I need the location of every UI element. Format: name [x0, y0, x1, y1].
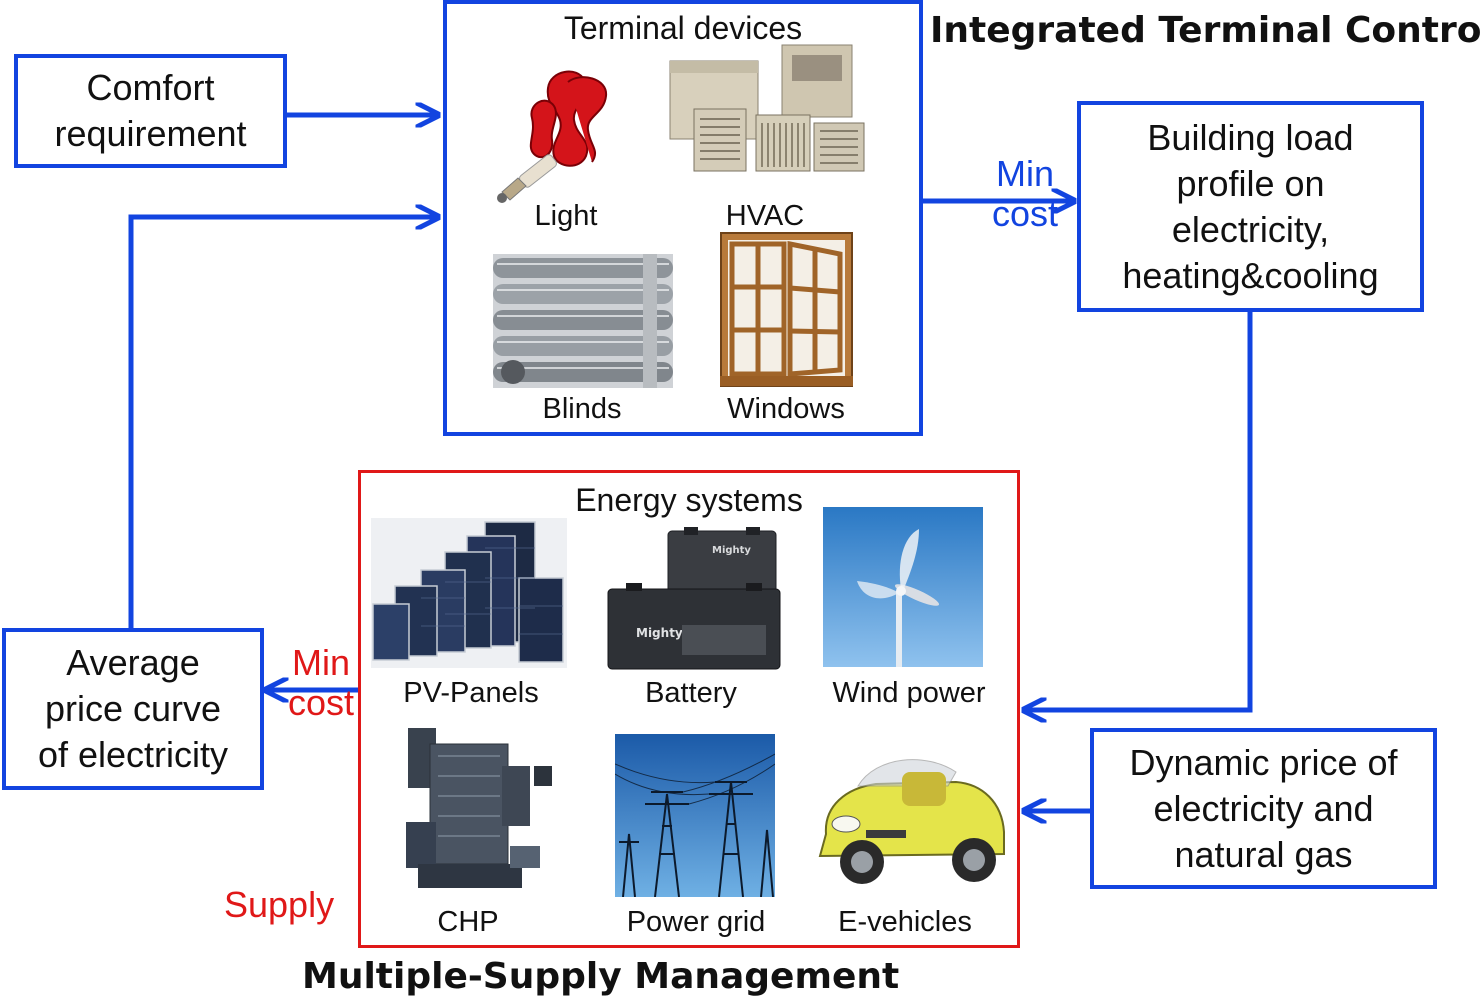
e-vehicles-caption: E-vehicles — [838, 906, 972, 938]
arrow-average-to-terminal — [128, 217, 438, 629]
min-cost-left-line-2: cost — [287, 682, 355, 723]
dynamic-line-2: electricity and — [1153, 787, 1374, 829]
average-line-1: Average — [66, 642, 200, 683]
dynamic-line-3: natural gas — [1174, 833, 1353, 875]
blinds-caption: Blinds — [542, 393, 622, 425]
building-load-line-3: electricity, — [1171, 208, 1330, 250]
dynamic-line-1: Dynamic price of — [1129, 741, 1398, 783]
min-cost-top-line-1: Min — [995, 153, 1054, 194]
pv-panels-icon — [371, 518, 567, 668]
building-load-profile-box: Building load profile on electricity, he… — [1077, 101, 1424, 312]
battery-brand-bottom: Mighty — [636, 626, 683, 640]
power-grid-icon — [615, 734, 775, 897]
chp-unit-icon — [398, 726, 554, 894]
min-cost-top-line-2: cost — [991, 193, 1059, 234]
integrated-terminal-control-title: Integrated Terminal Control — [930, 10, 1481, 51]
windows-caption: Windows — [727, 393, 845, 425]
comfort-line-2: requirement — [54, 113, 247, 154]
terminal-devices-title: Terminal devices — [563, 10, 803, 46]
wind-power-caption: Wind power — [832, 677, 986, 709]
power-grid-caption: Power grid — [626, 906, 766, 938]
comfort-requirement-box: Comfort requirement — [14, 54, 287, 168]
min-cost-left-line-1: Min — [291, 642, 350, 683]
dynamic-price-box: Dynamic price of electricity and natural… — [1090, 728, 1437, 889]
average-line-2: price curve — [44, 688, 222, 729]
comfort-line-1: Comfort — [86, 67, 215, 108]
hvac-caption: HVAC — [725, 200, 805, 232]
battery-brand-top: Mighty — [712, 545, 751, 556]
min-cost-label-top: Min cost — [985, 154, 1065, 234]
blinds-icon — [493, 254, 673, 388]
average-line-3: of electricity — [37, 734, 229, 775]
building-load-line-1: Building load — [1147, 116, 1354, 158]
electric-vehicle-icon — [818, 759, 1005, 884]
average-price-curve-box: Average price curve of electricity — [2, 628, 264, 790]
min-cost-label-left: Min cost — [282, 643, 360, 723]
battery-icon: Mighty Mighty — [607, 527, 781, 670]
battery-caption: Battery — [645, 677, 737, 709]
hvac-units-icon — [669, 44, 865, 172]
building-load-line-4: heating&cooling — [1122, 254, 1379, 296]
building-load-line-2: profile on — [1176, 162, 1325, 204]
pv-panels-caption: PV-Panels — [403, 677, 539, 709]
chp-caption: CHP — [437, 906, 499, 938]
energy-systems-title: Energy systems — [575, 482, 803, 518]
multiple-supply-management-title: Multiple-Supply Management — [302, 956, 900, 997]
wind-turbine-icon — [823, 507, 983, 667]
light-bulb-icon — [497, 70, 608, 203]
windows-icon — [720, 232, 853, 387]
arrow-building-to-energy — [1024, 311, 1253, 710]
light-caption: Light — [534, 200, 598, 232]
supply-label: Supply — [224, 884, 335, 925]
